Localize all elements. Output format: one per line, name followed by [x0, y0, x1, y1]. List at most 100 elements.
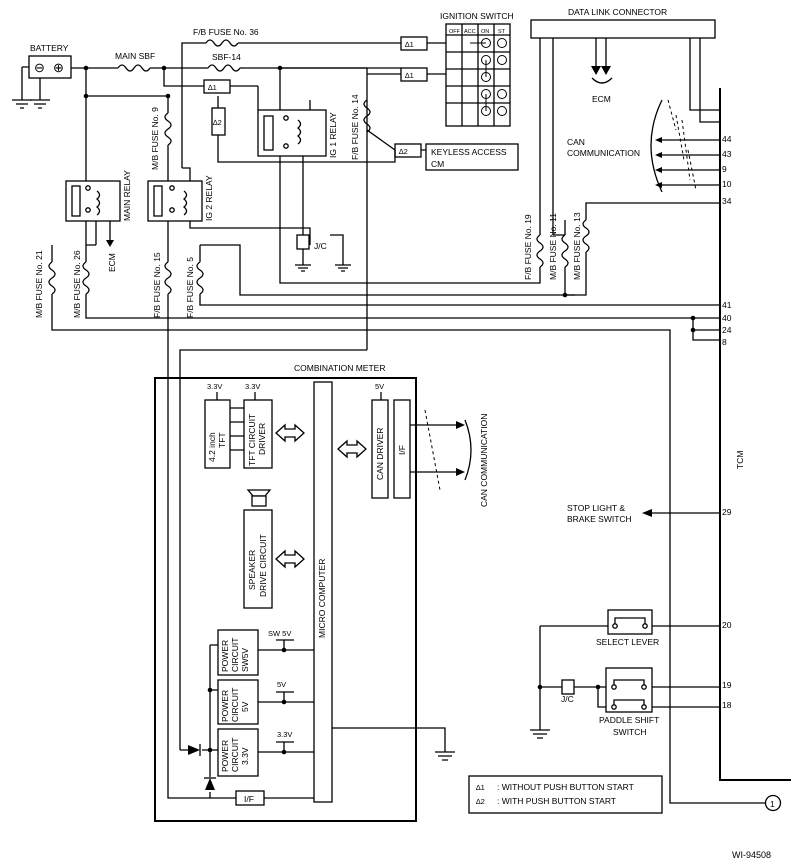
mb-fuse-11: M/B FUSE No. 11 [548, 213, 569, 298]
svg-text:SW 5V: SW 5V [268, 629, 291, 638]
svg-text:BRAKE SWITCH: BRAKE SWITCH [567, 514, 632, 524]
svg-text:5V: 5V [277, 680, 286, 689]
can-communication-label: CAN COMMUNICATION [479, 414, 489, 507]
svg-text:DRIVER: DRIVER [257, 423, 267, 455]
svg-text:20: 20 [722, 620, 732, 630]
svg-text:44: 44 [722, 134, 732, 144]
fb-fuse-14: F/B FUSE No. 14 [350, 94, 371, 160]
svg-text:J/C: J/C [561, 694, 574, 704]
legend-marker-2: ∆2 [476, 797, 485, 806]
legend-text-1: : WITHOUT PUSH BUTTON START [497, 782, 634, 792]
svg-text:5V: 5V [240, 701, 250, 712]
reference-circle-1: 1 [764, 794, 782, 812]
svg-text:F/B FUSE No. 15: F/B FUSE No. 15 [152, 252, 162, 318]
svg-text:ACC: ACC [464, 29, 476, 35]
sbf-14-label: SBF-14 [212, 52, 241, 62]
svg-text:POWER: POWER [220, 690, 230, 722]
svg-text:CIRCUIT: CIRCUIT [230, 738, 240, 772]
fb-fuse-5: F/B FUSE No. 5 [185, 244, 720, 318]
svg-text:3.3V: 3.3V [240, 747, 250, 765]
marker-star1-b: ∆1 [400, 67, 446, 82]
mb-fuse-9: M/B FUSE No. 9 [86, 93, 172, 181]
svg-text:POWER: POWER [220, 740, 230, 772]
svg-text:40: 40 [722, 313, 732, 323]
svg-text:29: 29 [722, 507, 732, 517]
svg-text:SWITCH: SWITCH [613, 727, 647, 737]
svg-text:10: 10 [722, 179, 732, 189]
svg-text:DRIVE CIRCUIT: DRIVE CIRCUIT [258, 534, 268, 597]
svg-text:KEYLESS ACCESS: KEYLESS ACCESS [431, 147, 507, 157]
svg-text:SELECT LEVER: SELECT LEVER [596, 637, 659, 647]
legend-text-2: : WITH PUSH BUTTON START [497, 796, 616, 806]
dlc-ecm-label: ECM [592, 94, 611, 104]
svg-text:CAN DRIVER: CAN DRIVER [375, 428, 385, 480]
marker-star1-a: ∆1 [400, 36, 446, 51]
svg-text:3.3V: 3.3V [207, 382, 222, 391]
svg-text:F/B FUSE No. 14: F/B FUSE No. 14 [350, 94, 360, 160]
data-link-connector: DATA LINK CONNECTOR ECM CAN COMMUNICATIO… [530, 7, 720, 235]
marker-star2-b: ∆2 [211, 107, 226, 136]
svg-text:8: 8 [722, 337, 727, 347]
main-sbf: MAIN SBF [71, 51, 158, 72]
junction-jc-2: J/C [530, 679, 575, 739]
ig1-relay-label: IG 1 RELAY [328, 112, 338, 158]
svg-text:M/B FUSE No. 11: M/B FUSE No. 11 [548, 213, 558, 280]
svg-text:ST: ST [498, 29, 506, 35]
stop-light-brake-switch: STOP LIGHT & BRAKE SWITCH [567, 503, 720, 524]
svg-text:F/B FUSE No. 5: F/B FUSE No. 5 [185, 257, 195, 318]
svg-text:PADDLE SHIFT: PADDLE SHIFT [599, 715, 659, 725]
svg-text:STOP LIGHT &: STOP LIGHT & [567, 503, 625, 513]
battery-plus-icon: ⊕ [53, 60, 64, 75]
battery: BATTERY ⊖ ⊕ [12, 43, 72, 109]
combination-meter: COMBINATION METER 3.3V 3.3V 4.2 inch TFT… [154, 349, 489, 822]
legend-marker-1: ∆1 [476, 783, 485, 792]
svg-text:24: 24 [722, 325, 732, 335]
fb-fuse-19: F/B FUSE No. 19 [367, 214, 544, 284]
svg-text:CIRCUIT: CIRCUIT [230, 688, 240, 722]
svg-text:∆1: ∆1 [405, 40, 414, 49]
svg-text:COMMUNICATION: COMMUNICATION [567, 148, 640, 158]
svg-text:43: 43 [722, 149, 732, 159]
select-lever: SELECT LEVER [539, 609, 720, 730]
battery-label: BATTERY [30, 43, 69, 53]
ignition-switch: IGNITION SWITCH OFF ACC ON ST [440, 11, 514, 127]
sbf-14: SBF-14 [158, 52, 401, 350]
svg-text:∆1: ∆1 [208, 83, 217, 92]
svg-text:∆1: ∆1 [405, 71, 414, 80]
junction-jc-1: J/C [295, 234, 351, 272]
svg-text:M/B FUSE No. 13: M/B FUSE No. 13 [572, 212, 582, 280]
meter-if-label: I/F [244, 794, 254, 804]
svg-text:34: 34 [722, 196, 732, 206]
diagram-id: WI-94508 [732, 850, 771, 860]
svg-text:3.3V: 3.3V [245, 382, 260, 391]
tcm-ground-wires [692, 318, 720, 341]
svg-text:TFT CIRCUIT: TFT CIRCUIT [247, 414, 257, 466]
svg-text:5V: 5V [375, 382, 384, 391]
marker-star2-a: ∆2 [399, 147, 408, 156]
svg-text:OFF: OFF [449, 29, 461, 35]
svg-text:TFT: TFT [217, 432, 227, 448]
mb-fuse-13: M/B FUSE No. 13 [565, 202, 720, 296]
svg-text:∆2: ∆2 [213, 118, 222, 127]
svg-text:F/B FUSE No. 19: F/B FUSE No. 19 [523, 214, 533, 280]
paddle-shift-switch: PADDLE SHIFT SWITCH [574, 667, 720, 737]
svg-text:4.2 inch: 4.2 inch [207, 432, 217, 462]
svg-text:18: 18 [722, 700, 732, 710]
svg-text:M/B FUSE No. 21: M/B FUSE No. 21 [34, 250, 44, 318]
fb-fuse-36-label: F/B FUSE No. 36 [193, 27, 259, 37]
main-sbf-label: MAIN SBF [115, 51, 155, 61]
ignition-switch-label: IGNITION SWITCH [440, 11, 514, 21]
keyless-access-cm: ∆2 KEYLESS ACCESS CM [366, 129, 519, 171]
svg-text:CAN: CAN [567, 137, 585, 147]
svg-text:19: 19 [722, 680, 732, 690]
fb-fuse-15: F/B FUSE No. 15 [152, 245, 172, 750]
mb-fuse-26: M/B FUSE No. 26 [72, 244, 720, 319]
ig1-relay: IG 1 RELAY [217, 86, 396, 284]
ig2-relay: IG 2 RELAY [147, 167, 311, 245]
micro-computer-label: MICRO COMPUTER [317, 559, 327, 638]
svg-text:41: 41 [722, 300, 732, 310]
legend: ∆1 : WITHOUT PUSH BUTTON START ∆2 : WITH… [468, 775, 663, 814]
svg-text:POWER: POWER [220, 640, 230, 672]
dlc-label: DATA LINK CONNECTOR [568, 7, 667, 17]
